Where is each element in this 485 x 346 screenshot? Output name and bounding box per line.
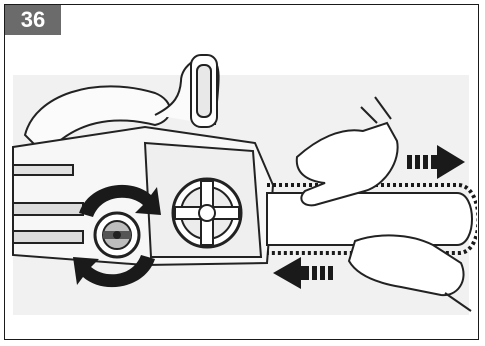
tension-knob (95, 213, 139, 257)
sprocket-wheel (173, 179, 241, 247)
chainsaw-illustration (5, 35, 477, 339)
figure-frame: 36 (4, 4, 479, 340)
figure-number-badge: 36 (5, 5, 61, 35)
